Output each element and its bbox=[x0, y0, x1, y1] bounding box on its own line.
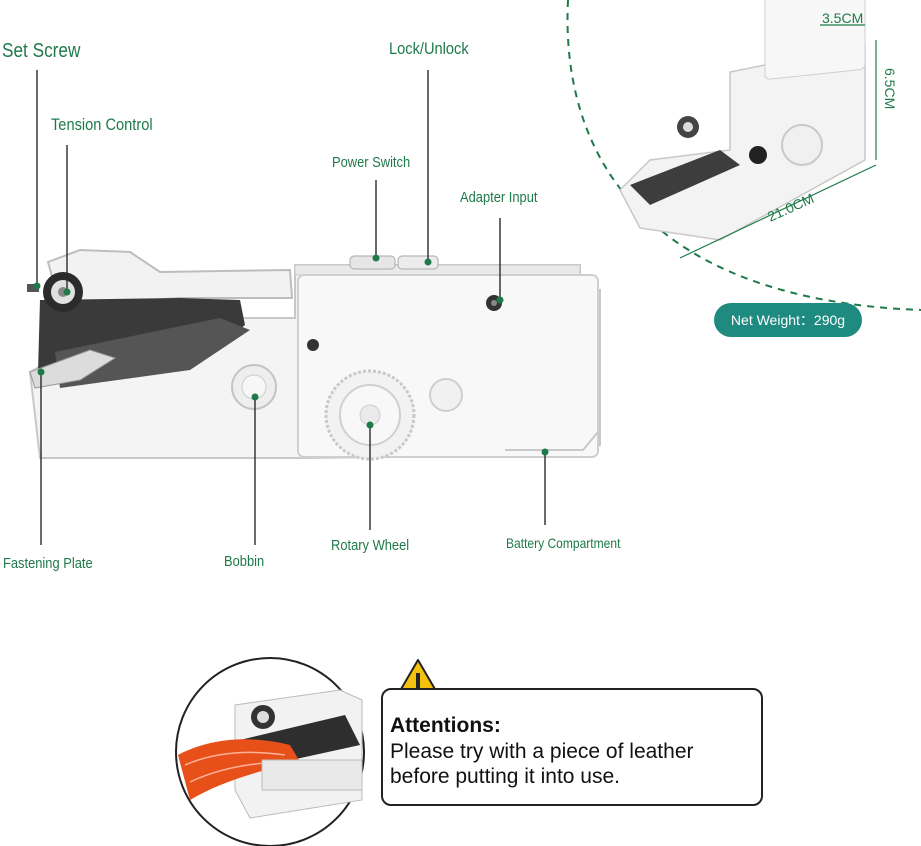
attention-box bbox=[381, 688, 763, 806]
callout-lines bbox=[36, 70, 546, 545]
height-dimension: 6.5CM bbox=[882, 68, 898, 110]
attention-line-1: Please try with a piece of leather bbox=[390, 740, 694, 763]
fastening-plate-label: Fastening Plate bbox=[3, 555, 93, 572]
width-dimension: 3.5CM bbox=[822, 10, 864, 26]
power-switch-label: Power Switch bbox=[332, 154, 411, 171]
attention-illustration bbox=[175, 657, 365, 846]
set-screw-label: Set Screw bbox=[2, 40, 81, 62]
battery-compartment-label: Battery Compartment bbox=[506, 535, 621, 551]
rotary-wheel-label: Rotary Wheel bbox=[331, 537, 410, 554]
adapter-input-label: Adapter Input bbox=[460, 189, 538, 206]
net-weight-badge: Net Weight：290g bbox=[714, 303, 862, 337]
sewing-machine bbox=[27, 248, 601, 461]
bobbin-label: Bobbin bbox=[224, 553, 265, 570]
attention-line-2: before putting it into use. bbox=[390, 765, 620, 788]
callout-dots bbox=[33, 254, 549, 456]
tension-control-label: Tension Control bbox=[51, 115, 153, 134]
dimension-view bbox=[566, 0, 921, 311]
attention-title: Attentions: bbox=[390, 714, 501, 737]
lock-unlock-label: Lock/Unlock bbox=[389, 39, 469, 58]
